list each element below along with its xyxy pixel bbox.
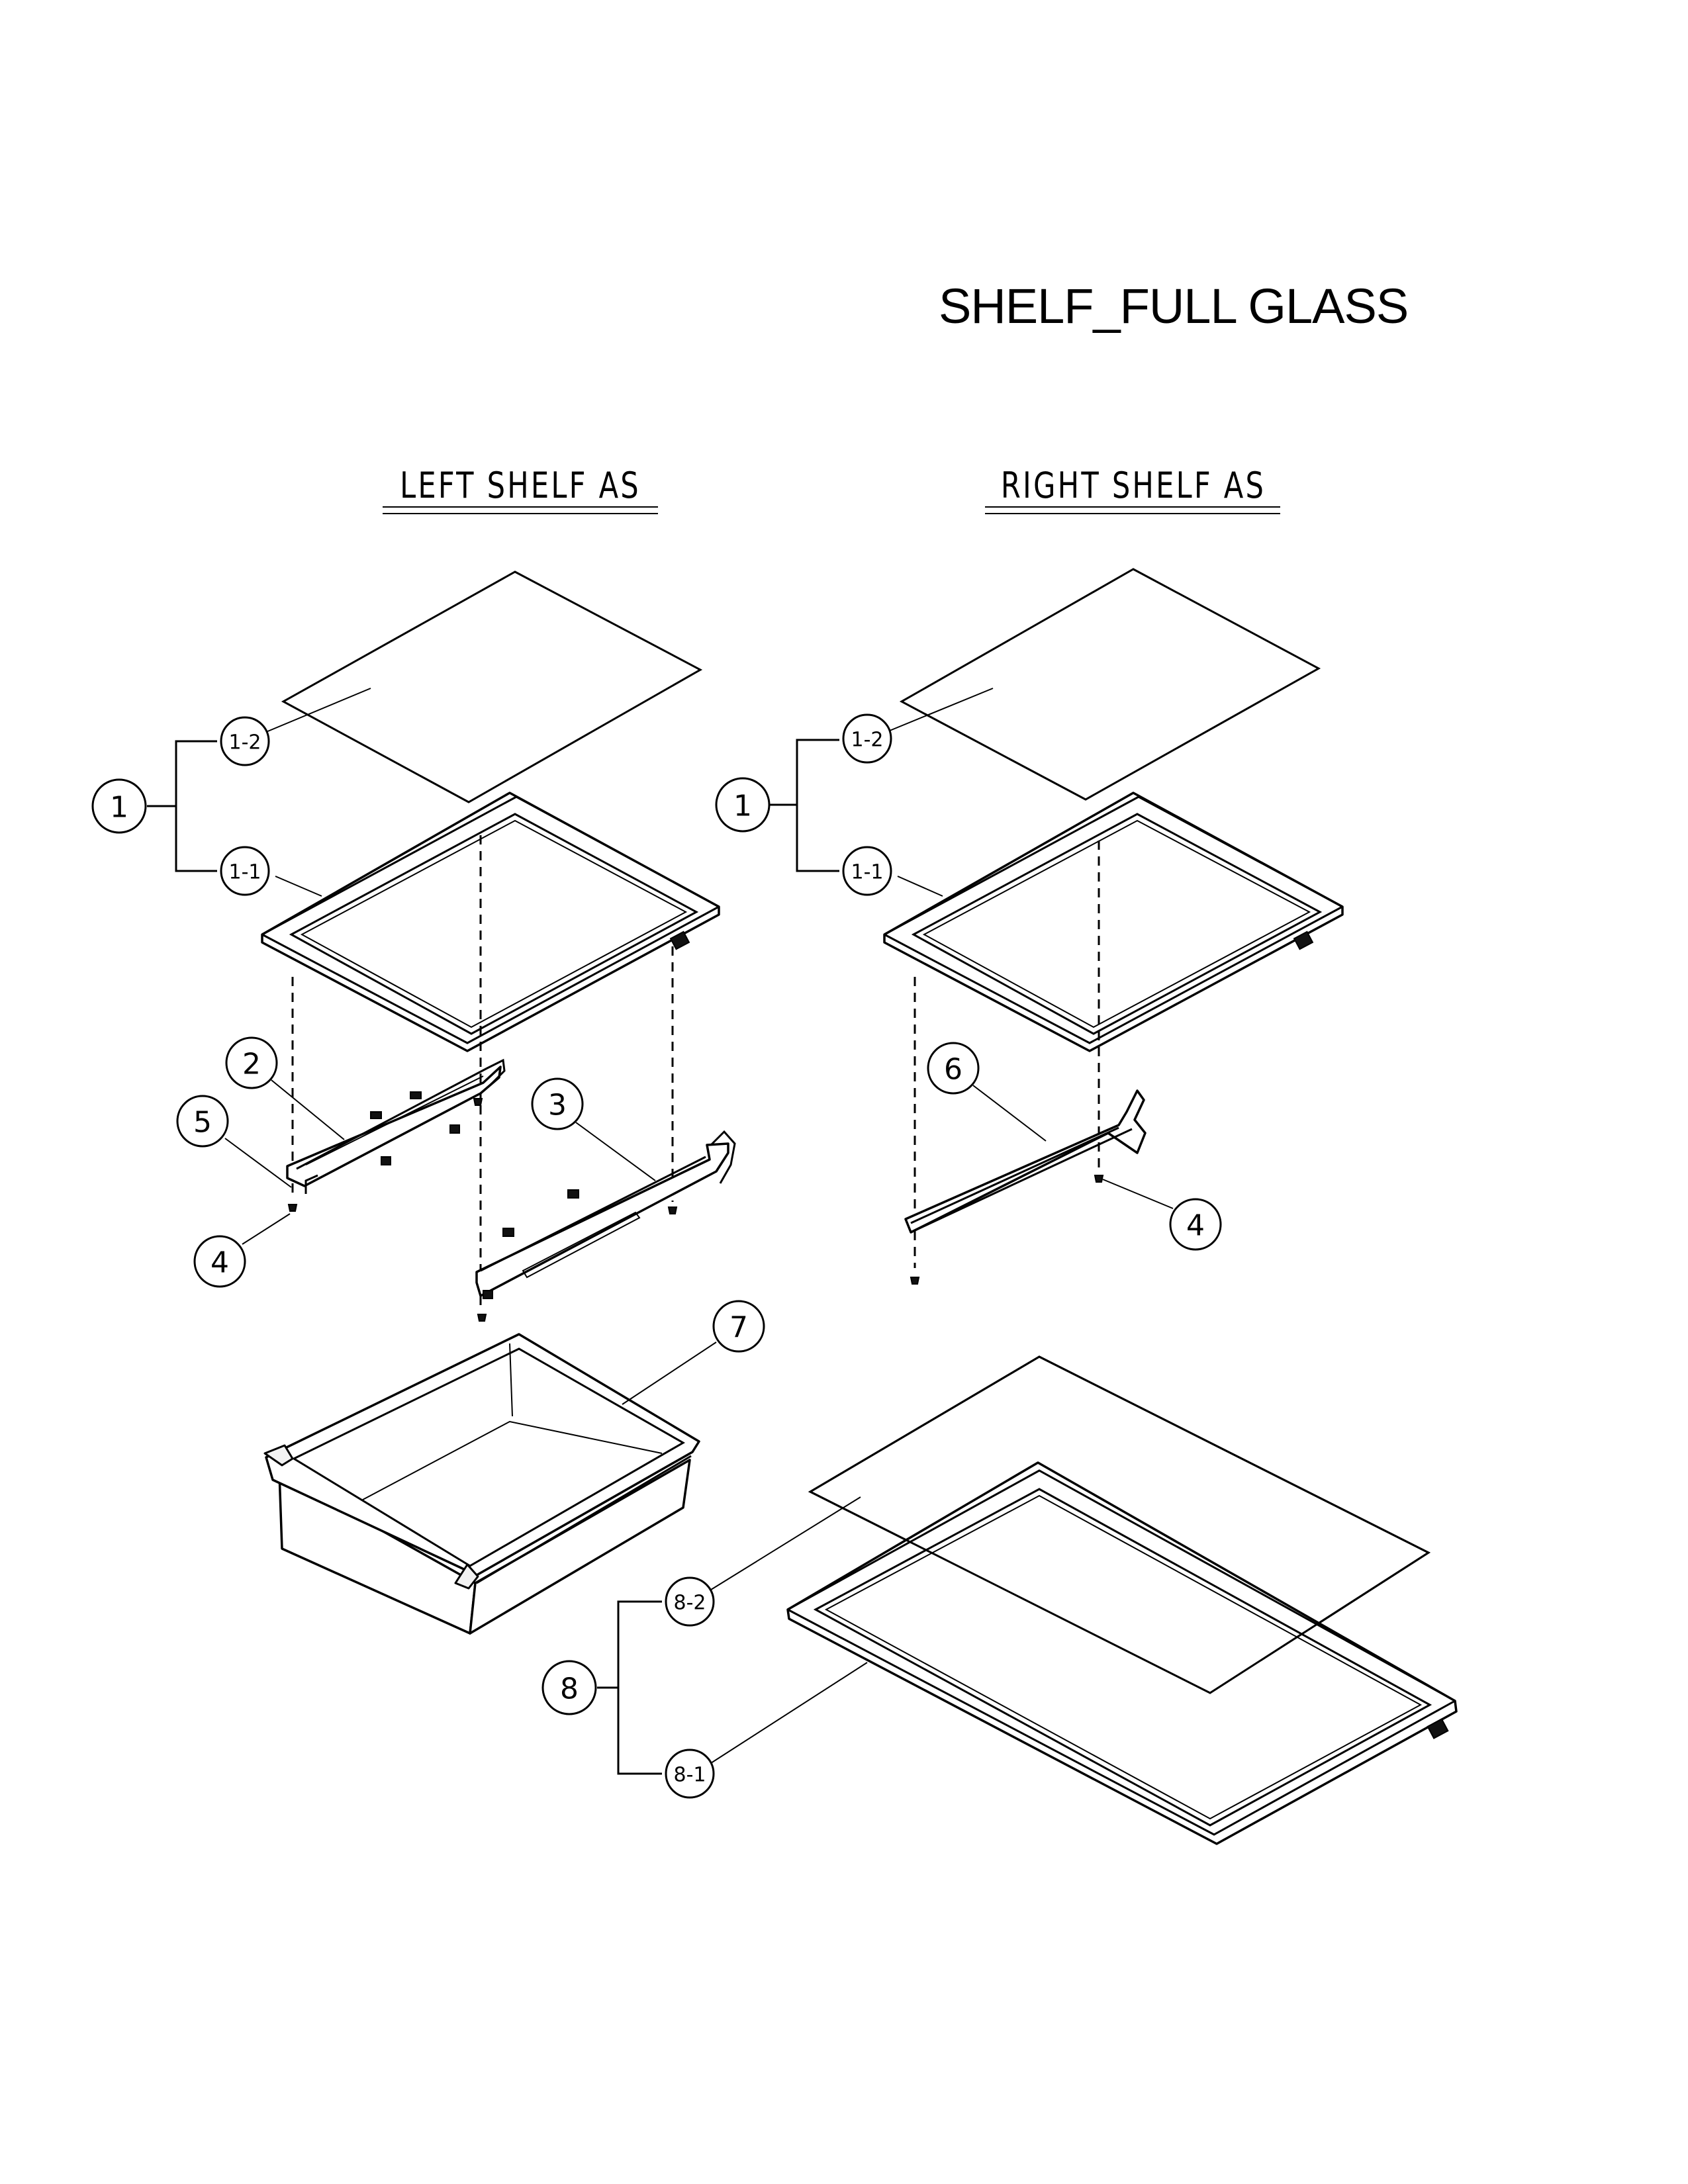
svg-text:4: 4	[1186, 1209, 1205, 1243]
left-bracket-3	[475, 1130, 736, 1299]
right-screws	[910, 1175, 1104, 1285]
svg-text:7: 7	[729, 1311, 748, 1345]
left-callout-2: 2	[225, 1036, 345, 1140]
right-callout-1-2: 1-2	[842, 713, 892, 764]
bottom-callout-8-1: 8-1	[665, 1749, 715, 1799]
svg-text:2: 2	[242, 1048, 261, 1081]
left-callout-1-2: 1-2	[220, 716, 270, 766]
right-callout-1-group	[769, 688, 994, 897]
left-callout-5: 5	[176, 1095, 292, 1188]
bottom-shelf-frame	[786, 1355, 1458, 1845]
left-section-heading: LEFT SHELF AS	[383, 465, 658, 514]
svg-text:8-2: 8-2	[674, 1592, 706, 1615]
right-glass-panel	[899, 568, 1321, 801]
bottom-callout-8-2: 8-2	[665, 1576, 715, 1627]
right-shelf-frame	[883, 792, 1344, 1052]
right-section-heading: RIGHT SHELF AS	[985, 465, 1280, 514]
bottom-callout-8-group	[597, 1496, 868, 1775]
right-callout-6: 6	[927, 1042, 1047, 1142]
svg-text:6: 6	[944, 1053, 962, 1087]
svg-text:8-1: 8-1	[674, 1764, 706, 1787]
left-callout-7: 7	[622, 1300, 765, 1405]
right-bracket-6	[904, 1089, 1147, 1234]
svg-text:1-2: 1-2	[851, 729, 884, 752]
left-shelf-frame	[261, 792, 720, 1052]
svg-text:1-1: 1-1	[851, 861, 884, 884]
svg-text:3: 3	[548, 1089, 567, 1122]
left-callout-1-1: 1-1	[220, 846, 270, 896]
left-glass-panel	[281, 570, 703, 803]
svg-text:1: 1	[110, 791, 128, 825]
right-section-label: RIGHT SHELF AS	[1001, 465, 1266, 506]
right-callout-1: 1	[715, 777, 771, 833]
left-callout-3: 3	[531, 1077, 656, 1181]
svg-text:1: 1	[733, 790, 752, 823]
bottom-callout-8: 8	[541, 1660, 597, 1715]
left-section-label: LEFT SHELF AS	[400, 465, 641, 506]
right-callout-4: 4	[1102, 1179, 1222, 1251]
page-title: SHELF_FULL GLASS	[939, 279, 1409, 334]
svg-text:1-2: 1-2	[229, 731, 261, 754]
svg-text:1-1: 1-1	[229, 861, 261, 884]
left-bracket-2	[286, 1058, 506, 1194]
svg-text:4: 4	[211, 1246, 229, 1280]
right-callout-1-1: 1-1	[842, 846, 892, 896]
svg-text:5: 5	[193, 1106, 212, 1140]
left-screws	[287, 1098, 678, 1322]
svg-text:8: 8	[560, 1672, 579, 1706]
left-callout-4: 4	[193, 1213, 291, 1288]
left-callout-1-group	[147, 688, 371, 897]
left-callout-1: 1	[91, 778, 147, 834]
left-crisper-drawer	[263, 1333, 700, 1635]
